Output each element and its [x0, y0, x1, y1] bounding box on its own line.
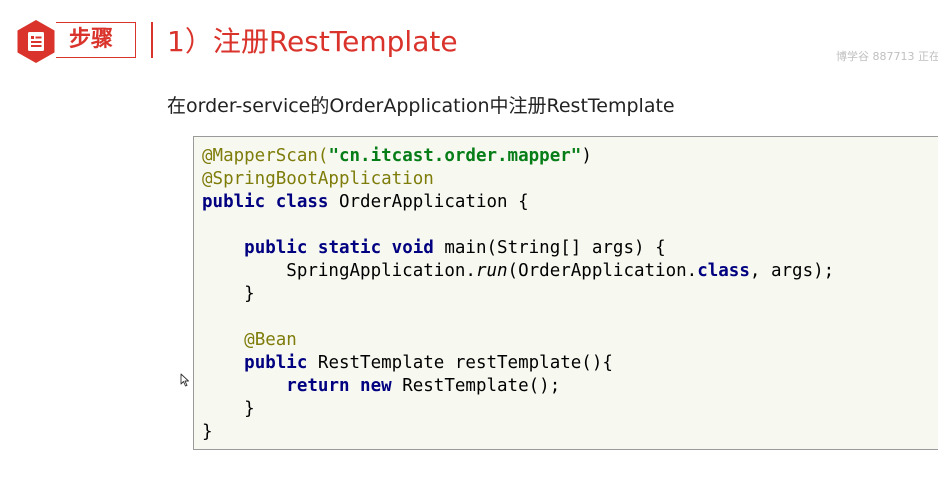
code-token: return new	[286, 376, 392, 396]
code-line: }	[202, 421, 938, 444]
code-token: OrderApplication {	[328, 192, 529, 212]
code-line: @SpringBootApplication	[202, 168, 938, 191]
code-line: public class OrderApplication {	[202, 191, 938, 214]
code-line: }	[202, 398, 938, 421]
code-token: main(String[] args) {	[433, 238, 666, 258]
code-line: SpringApplication.run(OrderApplication.c…	[202, 260, 938, 283]
code-line	[202, 214, 938, 237]
code-line: public RestTemplate restTemplate(){	[202, 352, 938, 375]
code-token: }	[202, 284, 255, 304]
watermark: 博学谷 887713 正在	[836, 50, 938, 63]
code-token: }	[202, 399, 255, 419]
code-line	[202, 306, 938, 329]
code-token: RestTemplate();	[391, 376, 561, 396]
code-token: public class	[202, 192, 329, 212]
code-token: )	[581, 146, 592, 166]
code-token: @MapperScan(	[202, 146, 329, 166]
code-token: "cn.itcast.order.mapper"	[328, 146, 582, 166]
code-token: class	[697, 261, 750, 281]
code-line: }	[202, 283, 938, 306]
code-token: RestTemplate restTemplate(){	[307, 353, 613, 373]
mouse-cursor-icon	[180, 373, 189, 387]
step-label: 步骤	[56, 22, 136, 58]
description-text: 在order-service的OrderApplication中注册RestTe…	[167, 95, 675, 117]
code-token: @SpringBootApplication	[202, 169, 434, 189]
code-token: run	[475, 261, 508, 281]
title-divider	[151, 22, 153, 58]
code-block: @MapperScan("cn.itcast.order.mapper")@Sp…	[193, 136, 938, 450]
code-line: return new RestTemplate();	[202, 375, 938, 398]
code-line: @Bean	[202, 329, 938, 352]
code-token: SpringApplication.	[202, 261, 476, 281]
code-token	[202, 238, 244, 258]
code-line: public static void main(String[] args) {	[202, 237, 938, 260]
code-token: }	[202, 422, 213, 442]
code-token: public	[244, 353, 308, 373]
document-icon	[17, 20, 55, 63]
code-token: , args);	[749, 261, 835, 281]
code-token: (OrderApplication.	[507, 261, 698, 281]
code-token	[202, 353, 244, 373]
code-token	[202, 330, 244, 350]
code-token: @Bean	[244, 330, 297, 350]
code-token: public static void	[244, 238, 434, 258]
code-token	[202, 376, 286, 396]
page-title: 1）注册RestTemplate	[167, 25, 458, 58]
code-line: @MapperScan("cn.itcast.order.mapper")	[202, 145, 938, 168]
